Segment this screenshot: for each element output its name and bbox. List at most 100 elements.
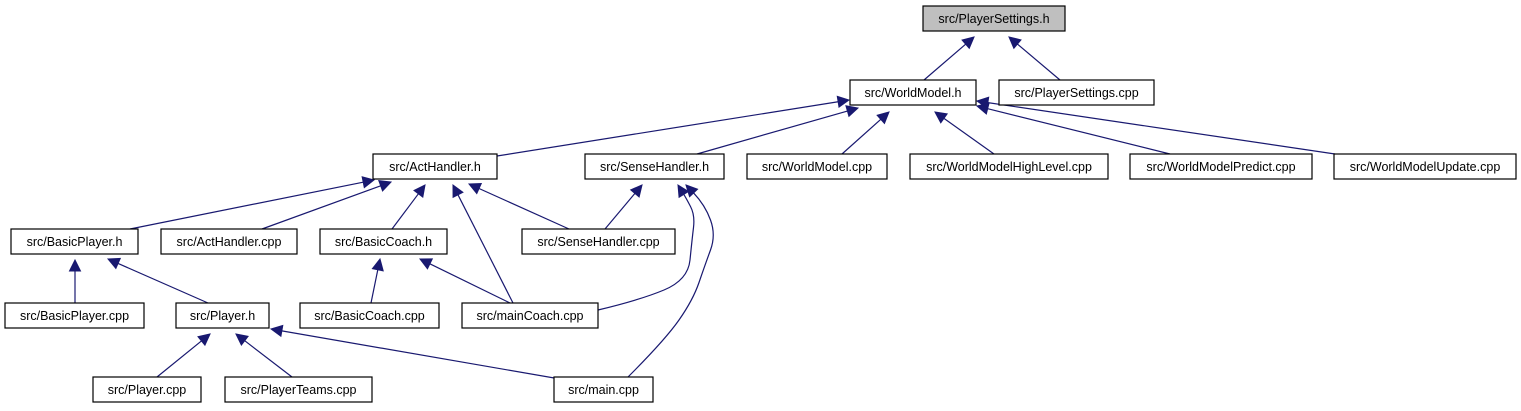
arrowhead-icon (961, 36, 975, 50)
arrowhead-icon (235, 333, 249, 347)
node-box (319, 228, 448, 255)
edge-sh_h-to-wm_h (696, 105, 860, 155)
node-bp-h[interactable]: src/BasicPlayer.h (10, 228, 139, 255)
node-ps-h: src/PlayerSettings.h (922, 5, 1066, 32)
node-m-cpp[interactable]: src/main.cpp (553, 376, 654, 403)
node-ah-cpp[interactable]: src/ActHandler.cpp (160, 228, 298, 255)
edge-mc_cpp-to-bc_h (418, 258, 511, 304)
edge-p_h-to-bp_h (106, 257, 209, 304)
node-box (922, 5, 1066, 32)
arrowhead-icon (677, 184, 690, 199)
edge-bc_cpp-to-bc_h (370, 257, 384, 304)
edge-line (117, 262, 209, 304)
arrowhead-icon (836, 95, 851, 109)
edge-ps_cpp-to-ps_h (1008, 36, 1061, 81)
node-wm-cpp[interactable]: src/WorldModel.cpp (746, 153, 888, 180)
edge-line (457, 194, 514, 304)
node-label: src/Player.cpp (108, 383, 187, 397)
node-label: src/BasicPlayer.h (27, 235, 123, 249)
node-pt-cpp[interactable]: src/PlayerTeams.cpp (224, 376, 373, 403)
node-box (849, 79, 977, 106)
arrowhead-icon (1008, 36, 1022, 50)
node-bc-cpp[interactable]: src/BasicCoach.cpp (299, 302, 440, 329)
node-label: src/SenseHandler.h (600, 160, 709, 174)
node-p-h[interactable]: src/Player.h (175, 302, 270, 329)
edge-m_cpp-to-p_h (269, 324, 561, 380)
arrowhead-icon (413, 184, 426, 198)
edge-wmu-to-wm_h (975, 96, 1336, 155)
edge-line (129, 181, 364, 230)
node-label: src/PlayerTeams.cpp (240, 383, 356, 397)
edge-line (627, 192, 714, 378)
arrowhead-icon (467, 182, 483, 195)
arrowhead-icon (975, 96, 990, 109)
edges-layer (68, 36, 1336, 380)
edge-sh_cpp-to-ah_h (467, 182, 570, 230)
node-box (746, 153, 888, 180)
node-wmu[interactable]: src/WorldModelUpdate.cpp (1333, 153, 1517, 180)
node-label: src/WorldModelUpdate.cpp (1350, 160, 1501, 174)
node-p-cpp[interactable]: src/Player.cpp (92, 376, 202, 403)
edge-wmhl-to-wm_h (934, 111, 995, 155)
node-label: src/Player.h (190, 309, 255, 323)
node-box (1333, 153, 1517, 180)
edge-line (496, 101, 839, 157)
edge-bp_cpp-to-bp_h (68, 258, 82, 303)
edge-line (261, 185, 381, 230)
node-box (10, 228, 139, 255)
edge-sh_cpp-to-sh_h (604, 184, 643, 230)
arrowhead-icon (361, 176, 376, 189)
node-sh-h[interactable]: src/SenseHandler.h (584, 153, 725, 180)
edge-line (604, 193, 636, 230)
node-sh-cpp[interactable]: src/SenseHandler.cpp (521, 228, 676, 255)
edge-line (987, 102, 1336, 155)
edge-line (1017, 43, 1061, 81)
node-box (92, 376, 202, 403)
arrowhead-icon (629, 184, 643, 198)
node-label: src/main.cpp (568, 383, 639, 397)
node-box (372, 153, 498, 180)
edge-line (429, 263, 511, 304)
arrowhead-icon (197, 333, 211, 347)
node-label: src/BasicCoach.cpp (314, 309, 425, 323)
edge-line (370, 269, 379, 304)
edge-mc_cpp-to-sh_h (597, 184, 695, 311)
edge-line (281, 330, 561, 380)
node-bp-cpp[interactable]: src/BasicPlayer.cpp (4, 302, 145, 329)
arrowhead-icon (371, 257, 384, 272)
nodes-layer: src/PlayerSettings.h src/WorldModel.h src/… (4, 5, 1517, 403)
arrowhead-icon (68, 258, 82, 272)
arrowhead-icon (378, 180, 393, 192)
node-label: src/BasicCoach.h (335, 235, 432, 249)
node-ps-cpp[interactable]: src/PlayerSettings.cpp (998, 79, 1155, 106)
arrowhead-icon (418, 258, 434, 270)
node-box (224, 376, 373, 403)
node-label: src/WorldModel.h (864, 86, 961, 100)
arrowhead-icon (876, 111, 890, 125)
node-box (4, 302, 145, 329)
node-label: src/BasicPlayer.cpp (20, 309, 129, 323)
edge-wmp-to-wm_h (975, 102, 1171, 155)
node-mc-cpp[interactable]: src/mainCoach.cpp (461, 302, 599, 329)
node-wmp[interactable]: src/WorldModelPredict.cpp (1129, 153, 1313, 180)
edge-bp_h-to-ah_h (129, 176, 376, 230)
node-ah-h[interactable]: src/ActHandler.h (372, 153, 498, 180)
node-wmhl[interactable]: src/WorldModelHighLevel.cpp (909, 153, 1109, 180)
edge-line (391, 193, 419, 230)
node-bc-h[interactable]: src/BasicCoach.h (319, 228, 448, 255)
node-label: src/WorldModelPredict.cpp (1146, 160, 1295, 174)
arrowhead-icon (106, 257, 122, 270)
edge-line (841, 118, 882, 155)
edge-wm_cpp-to-wm_h (841, 111, 890, 155)
arrowhead-icon (269, 324, 284, 338)
edge-line (597, 194, 695, 311)
node-wm-h[interactable]: src/WorldModel.h (849, 79, 977, 106)
edge-line (156, 340, 202, 378)
edge-line (943, 117, 995, 155)
edge-line (478, 187, 570, 230)
node-label: src/WorldModel.cpp (762, 160, 872, 174)
node-box (299, 302, 440, 329)
node-box (909, 153, 1109, 180)
node-label: src/SenseHandler.cpp (537, 235, 659, 249)
edge-wm_h-to-ps_h (923, 36, 975, 81)
